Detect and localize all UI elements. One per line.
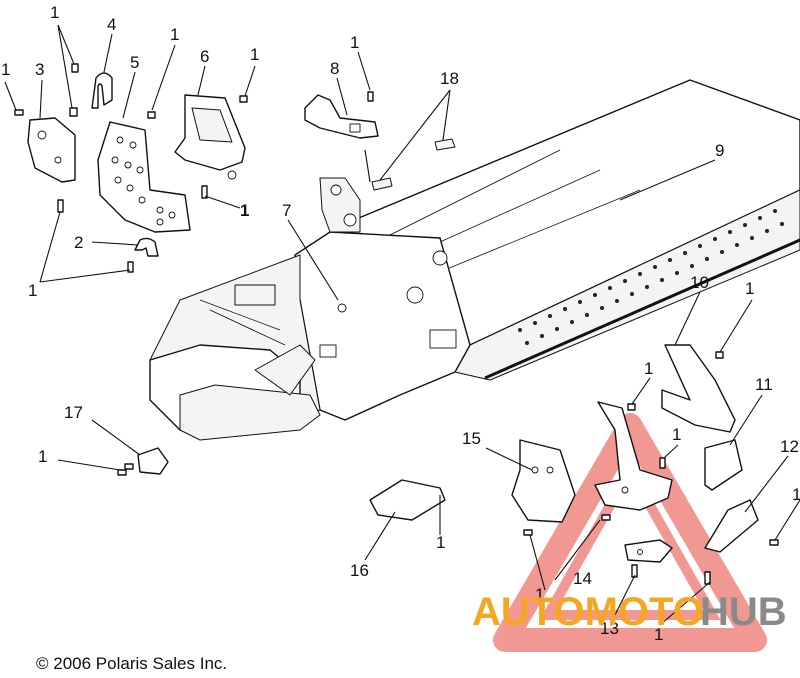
part-18-pads — [371, 138, 456, 191]
callout-5: 5 — [130, 53, 139, 72]
callout-1-f: 1 — [240, 201, 249, 220]
part-4-clip — [91, 72, 113, 109]
callout-1-n: 1 — [535, 585, 544, 604]
part-5-skid-plate — [97, 121, 191, 233]
callout-14: 14 — [573, 569, 592, 588]
watermark-text-hub: HUB — [700, 590, 787, 634]
callout-1-d: 1 — [250, 45, 259, 64]
callout-13: 13 — [600, 619, 619, 638]
callout-1-a: 1 — [1, 60, 10, 79]
callout-1-k: 1 — [792, 485, 800, 504]
watermark-triangle-inner — [539, 459, 721, 620]
part-15-bracket — [511, 439, 576, 523]
fasteners — [14, 63, 779, 585]
watermark-triangle — [493, 413, 767, 652]
callout-1-o: 1 — [654, 625, 663, 644]
callout-16: 16 — [350, 561, 369, 580]
part-8-bracket — [304, 94, 379, 139]
part-13-bracket — [624, 539, 673, 563]
leader-lines — [4, 24, 800, 626]
part-17-clip — [137, 447, 169, 475]
callout-11: 11 — [755, 375, 773, 394]
callout-1-h: 1 — [745, 279, 754, 298]
part-7-bolt — [337, 303, 347, 313]
callout-2: 2 — [74, 233, 83, 252]
front-bulkhead — [149, 177, 471, 441]
callout-8: 8 — [330, 59, 339, 78]
part-11-plate — [704, 439, 743, 491]
part-3-bracket — [27, 117, 76, 183]
watermark-logo — [493, 413, 767, 652]
callout-6: 6 — [200, 47, 209, 66]
callout-1-e: 1 — [350, 33, 359, 52]
copyright-notice: © 2006 Polaris Sales Inc. — [36, 654, 228, 673]
callout-7: 7 — [282, 201, 291, 220]
callout-1-m: 1 — [436, 533, 445, 552]
callout-3: 3 — [35, 60, 44, 79]
tunnel-perforations — [518, 209, 784, 345]
callout-1-b: 1 — [50, 3, 59, 22]
callout-15: 15 — [462, 429, 481, 448]
part-14-bracket — [594, 401, 673, 511]
watermark-wordmark: AUTOMOTO HUB — [472, 590, 787, 634]
part-16-bracket — [369, 479, 446, 521]
callout-1-i: 1 — [644, 359, 653, 378]
part-2-clamp — [134, 237, 159, 257]
callout-1-c: 1 — [170, 25, 179, 44]
callout-1-l: 1 — [38, 447, 47, 466]
callout-10: 10 — [690, 273, 709, 292]
part-10-cover — [661, 344, 736, 433]
callout-18: 18 — [440, 69, 459, 88]
callout-labels: 1 1 1 1 1 1 1 1 1 1 1 1 1 1 1 2 3 4 5 6 … — [1, 3, 800, 644]
callout-1-j: 1 — [672, 425, 681, 444]
callout-12: 12 — [780, 437, 799, 456]
part-6-panel — [174, 94, 246, 180]
callout-17: 17 — [64, 403, 83, 422]
watermark-text-automoto: AUTOMOTO — [472, 590, 704, 634]
callout-9: 9 — [715, 141, 724, 160]
part-12-bracket — [704, 499, 759, 553]
callout-4: 4 — [107, 15, 116, 34]
callout-1-g: 1 — [28, 281, 37, 300]
